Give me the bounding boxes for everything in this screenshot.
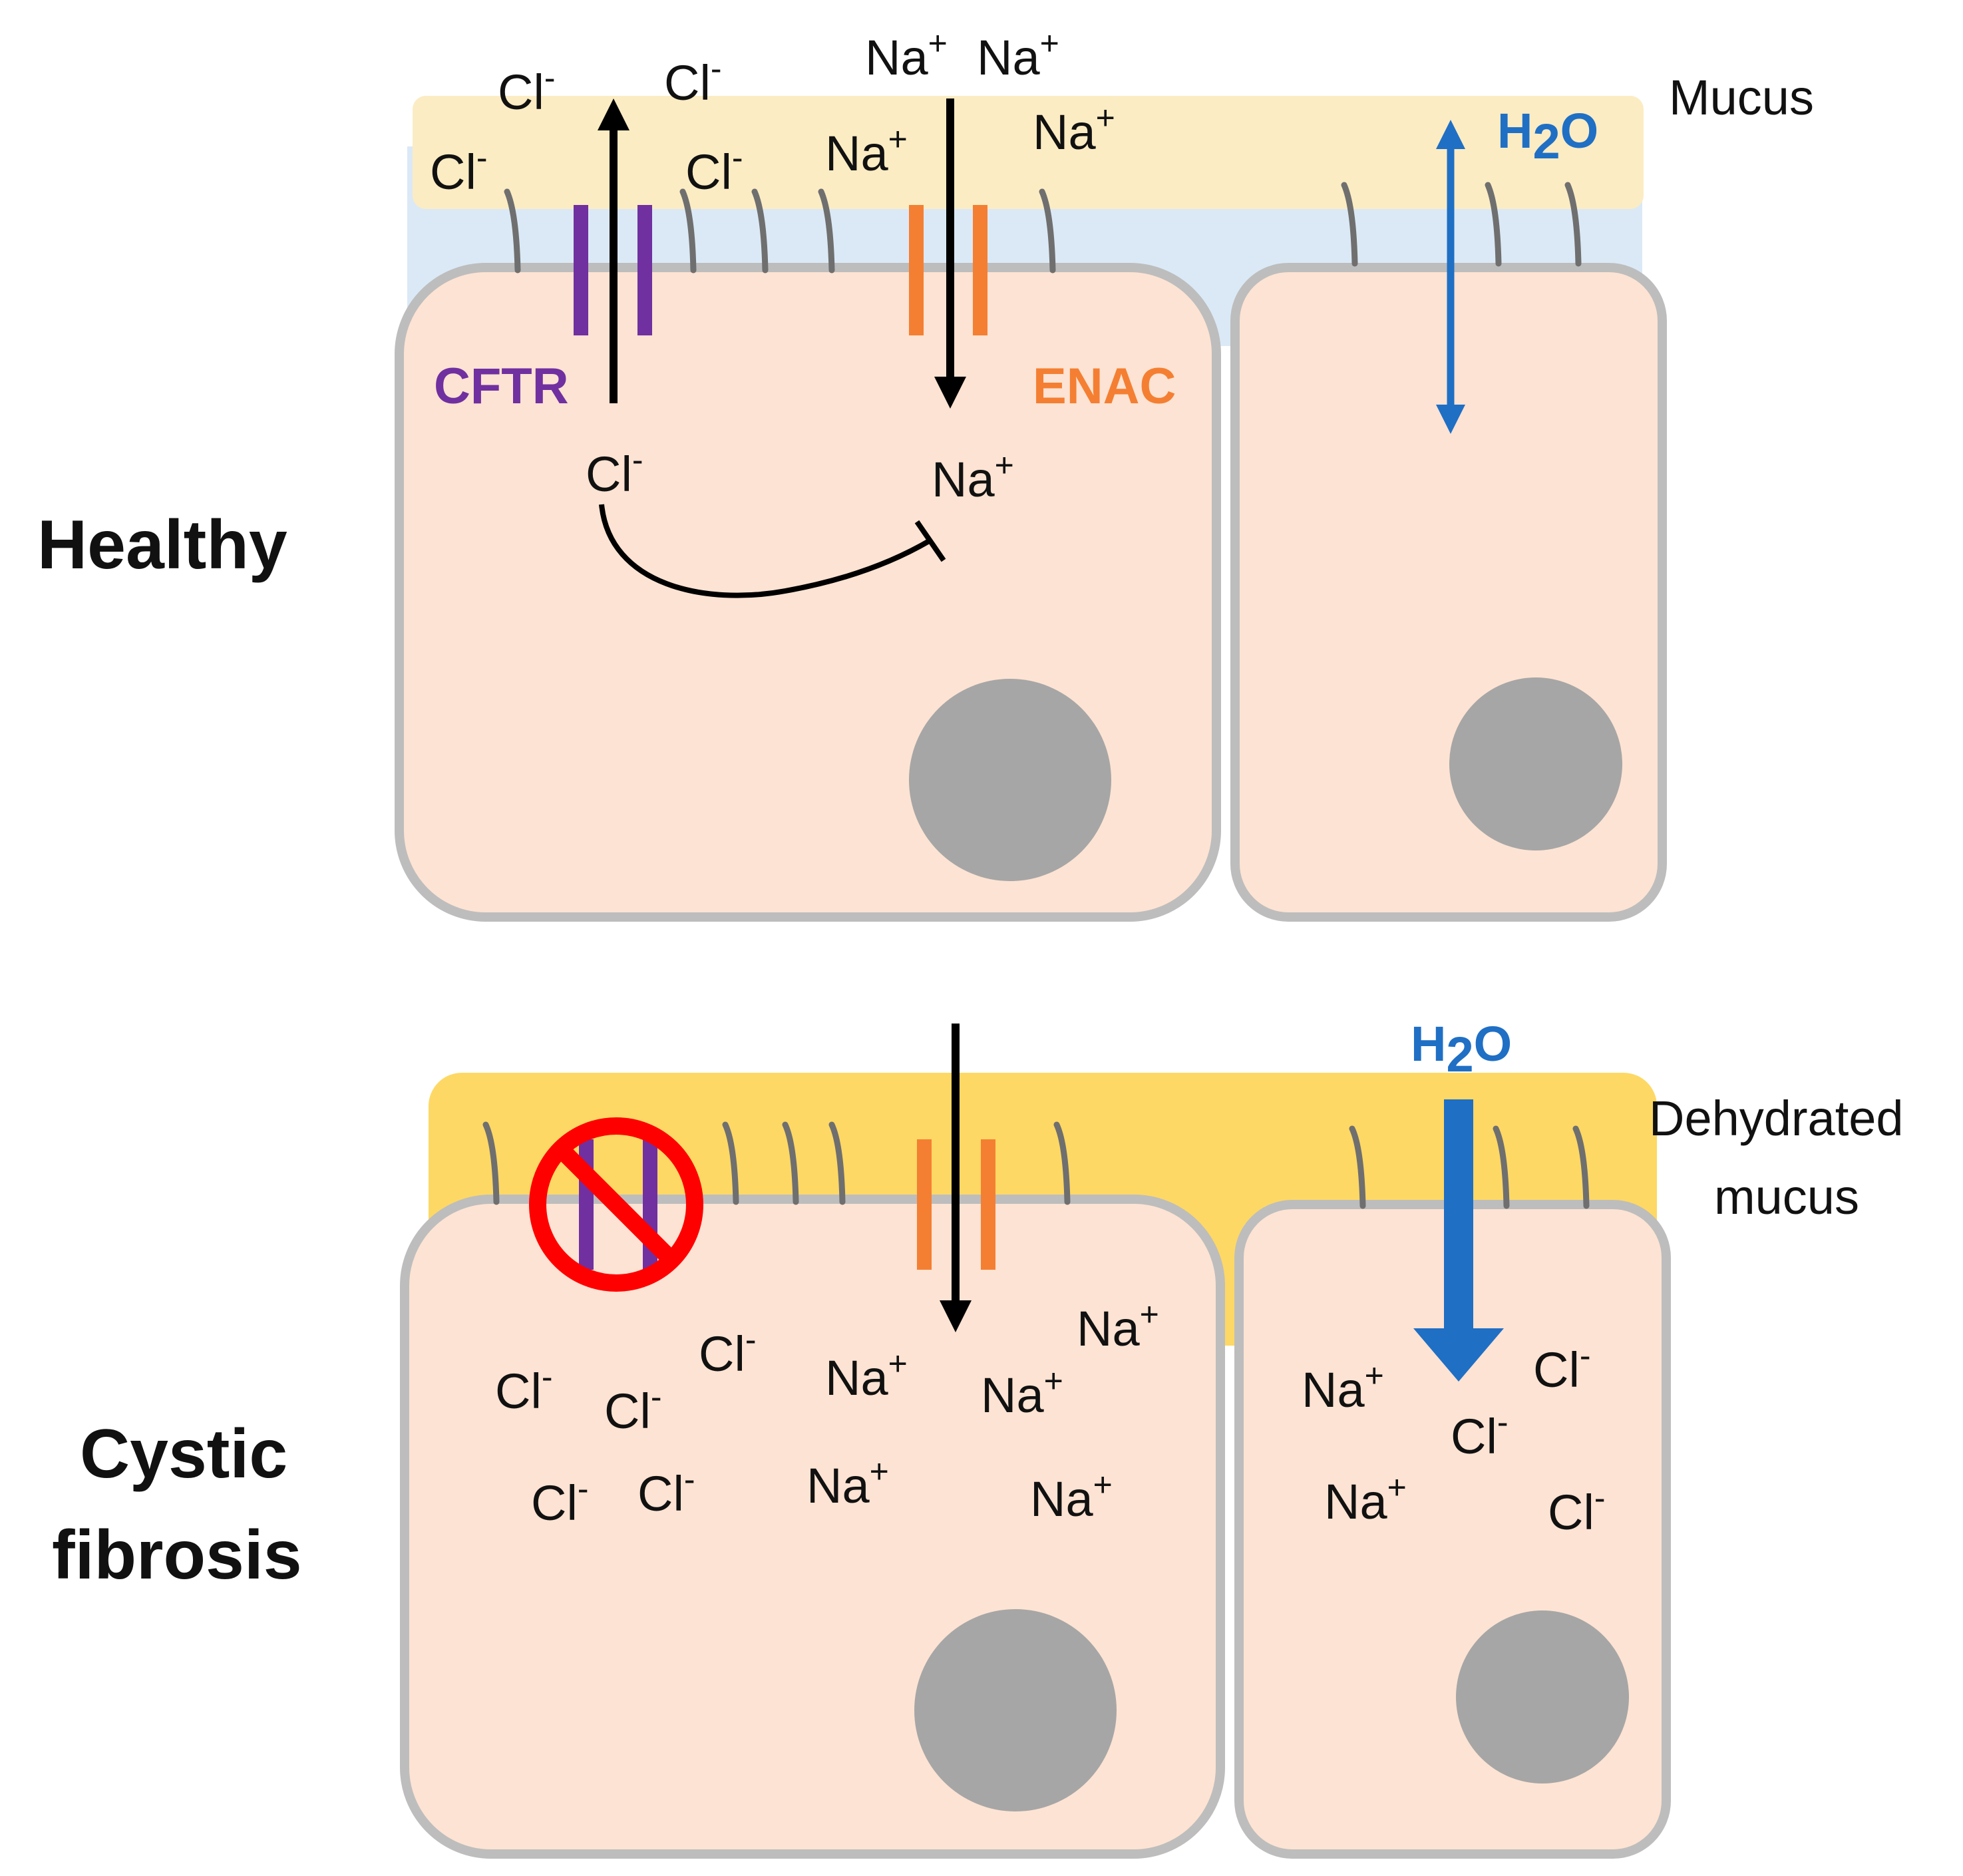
cftr-label: CFTR bbox=[434, 358, 569, 415]
side-label-fibrosis: fibrosis bbox=[52, 1517, 302, 1594]
sodium-ion: Na+ bbox=[825, 120, 908, 181]
inhibition-arc bbox=[599, 504, 932, 598]
nucleus bbox=[1456, 1610, 1629, 1783]
sodium-ion: Na+ bbox=[977, 25, 1059, 85]
chloride-ion: Cl- bbox=[685, 139, 743, 200]
chloride-ion: Cl- bbox=[664, 50, 722, 110]
sodium-ion: Na+ bbox=[806, 1453, 889, 1513]
chloride-ion: Cl- bbox=[430, 139, 488, 200]
dehydrated-mucus-label: mucus bbox=[1714, 1169, 1859, 1224]
cystic-fibrosis-panel: Cystic fibrosis Dehydrated mucus H2O Cl-… bbox=[52, 1016, 1904, 1859]
chloride-ion: Cl- bbox=[498, 59, 556, 120]
enac-channel bbox=[909, 205, 987, 335]
lumen-ions: Cl- Cl- Cl- Cl- Na+ Na+ Na+ Na+ bbox=[430, 25, 1115, 200]
cilia bbox=[482, 1121, 1590, 1209]
sodium-ion: Na+ bbox=[1324, 1469, 1407, 1529]
water-absorption-arrow bbox=[1413, 1099, 1504, 1382]
chloride-ion: Cl- bbox=[495, 1358, 553, 1419]
sodium-ion: Na+ bbox=[865, 25, 948, 85]
chloride-ion: Cl- bbox=[699, 1321, 757, 1382]
chloride-ion: Cl- bbox=[1451, 1404, 1509, 1464]
sodium-ion: Na+ bbox=[825, 1345, 908, 1406]
sodium-ion: Na+ bbox=[1077, 1296, 1159, 1356]
right-cell-ions: Na+ Cl- Cl- Na+ Cl- bbox=[1302, 1337, 1606, 1540]
nucleus bbox=[1449, 677, 1622, 850]
side-label-cystic: Cystic bbox=[80, 1415, 287, 1493]
inhibition-bar bbox=[914, 520, 946, 562]
nucleus bbox=[914, 1609, 1117, 1811]
mucus-layer bbox=[413, 96, 1644, 209]
mucus-label: Mucus bbox=[1669, 70, 1814, 125]
sodium-ion: Na+ bbox=[1030, 1466, 1113, 1527]
nucleus bbox=[909, 679, 1111, 881]
enac-label: ENAC bbox=[1033, 358, 1176, 415]
intracellular-ions: Cl- Cl- Cl- Cl- Cl- Na+ Na+ Na+ Na+ Na+ bbox=[495, 1296, 1159, 1531]
cftr-channel bbox=[574, 205, 652, 335]
intracellular-ions: Cl- Na+ bbox=[586, 441, 1014, 507]
chloride-ion: Cl- bbox=[1533, 1337, 1591, 1398]
chloride-ion: Cl- bbox=[586, 441, 643, 502]
prohibition-sign-icon bbox=[529, 1117, 703, 1292]
chloride-ion: Cl- bbox=[1548, 1479, 1606, 1540]
sodium-ion: Na+ bbox=[1302, 1357, 1384, 1417]
chloride-ion: Cl- bbox=[531, 1470, 589, 1531]
side-label-healthy: Healthy bbox=[37, 506, 287, 584]
water-label: H2O bbox=[1497, 103, 1598, 169]
chloride-ion: Cl- bbox=[637, 1461, 695, 1521]
sodium-ion: Na+ bbox=[981, 1362, 1063, 1423]
water-label: H2O bbox=[1411, 1016, 1512, 1082]
sodium-ion: Na+ bbox=[932, 447, 1014, 507]
enac-channel bbox=[917, 1139, 995, 1270]
dehydrated-label: Dehydrated bbox=[1649, 1091, 1904, 1146]
chloride-ion: Cl- bbox=[604, 1378, 662, 1439]
cilia bbox=[504, 182, 1582, 274]
healthy-panel: Healthy Mucus CFTR ENAC H2O Cl- Cl- Cl- … bbox=[37, 25, 1814, 922]
sodium-ion: Na+ bbox=[1033, 99, 1115, 160]
